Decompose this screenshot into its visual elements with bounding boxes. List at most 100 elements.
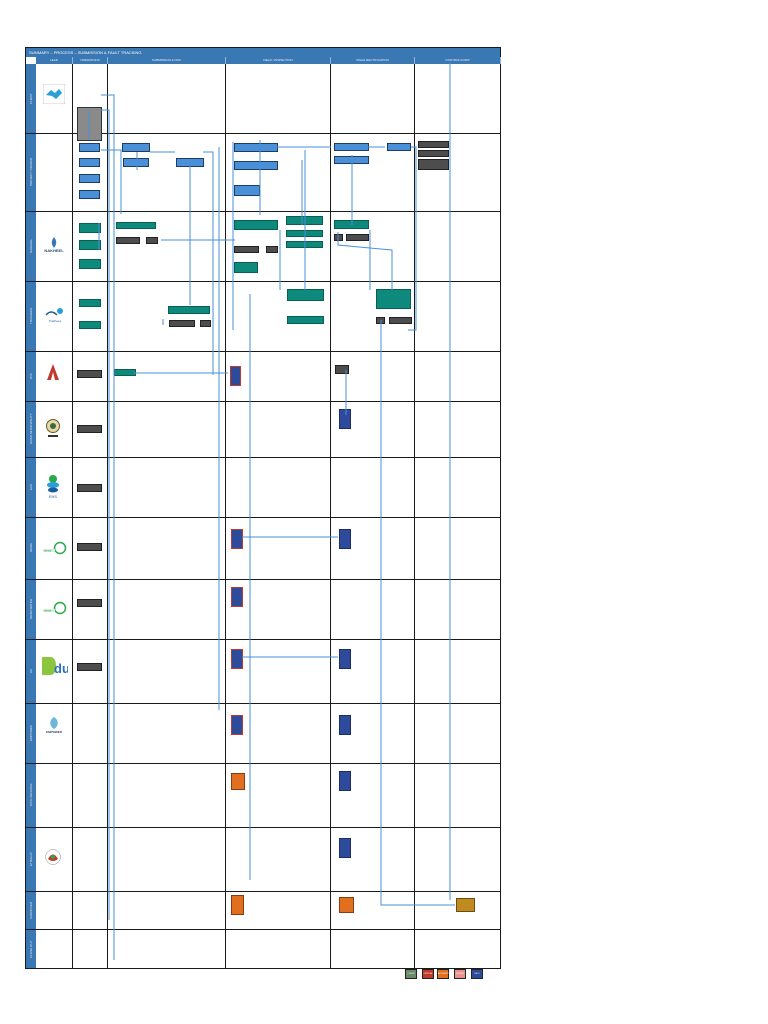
noc-nakheel-box (286, 216, 323, 225)
ops-task-box (123, 158, 149, 167)
field-trakhees-box (376, 317, 385, 324)
noc-nakheel-box (234, 246, 259, 253)
noc-du-box (231, 649, 243, 669)
field-task-box (387, 143, 411, 151)
row-divider (26, 517, 500, 518)
row-label: TRAKHEES (29, 307, 33, 325)
issue-task-box (418, 141, 449, 148)
row-label: ETISALAT (29, 852, 33, 866)
column-header-4: FIELD / INSPECTION (226, 57, 331, 64)
nakheel-logo: NAKHEEL (42, 232, 66, 258)
column-header-5: ISSUE RECTIFICATION (331, 57, 415, 64)
nakheel-logo-text: NAKHEEL (44, 248, 64, 253)
closeout-task-box (456, 898, 475, 912)
board-title: SUMMARY – PROCESS – SUBMISSION & FAULT T… (26, 48, 500, 57)
design-task-box (79, 190, 100, 199)
noc-dewa-water-box (231, 587, 243, 607)
field-nakheel-box (334, 234, 343, 241)
column-header-6: CONTROL/CORP (415, 57, 501, 64)
ops-trakhees-box (168, 306, 210, 314)
ehs-lead-box (77, 484, 102, 492)
client-request-box (77, 107, 102, 141)
legend-item: INFO (471, 969, 483, 979)
municipality-lead-box (77, 425, 102, 433)
row-divider (26, 891, 500, 892)
du-lead-box (77, 663, 102, 671)
row-label: PROJECT / DESIGN (29, 158, 33, 186)
dewa-logo: dewa (40, 538, 68, 558)
ehs-logo: EHS (42, 469, 64, 503)
row-divider (26, 133, 500, 134)
legend-item: AUTHORITY (437, 969, 450, 979)
row-divider (26, 457, 500, 458)
trakhees-logo: Trakhees (40, 302, 70, 328)
row-label: EHS (29, 483, 33, 491)
row-divider (26, 351, 500, 352)
row-label: DEWA WATER (29, 598, 33, 620)
column-header-3: SUBMISSION & NOC (108, 57, 226, 64)
row-label: HANDOVER (29, 901, 33, 919)
field-task-box (334, 143, 369, 151)
legend-item: REVIEW (454, 969, 466, 979)
ops-trakhees-box (169, 320, 195, 327)
ops-nakheel-box (116, 237, 140, 244)
noc-task-box (234, 143, 278, 152)
column-divider (107, 64, 108, 968)
noc-nakheel-box (266, 246, 278, 253)
trakhees-task-box (79, 321, 101, 329)
dewa-lead-box (77, 543, 102, 551)
ehs-logo-text: EHS (48, 493, 58, 499)
issue-task-box (418, 159, 449, 170)
nakheel-task-box (79, 240, 101, 250)
legend-item: CRITICAL (422, 969, 434, 979)
ops-nakheel-box (116, 222, 156, 229)
row-label: RTA (29, 373, 33, 379)
noc-task-box (234, 161, 278, 170)
trakhees-logo-text: Trakhees (48, 319, 62, 323)
row-label: DU (29, 668, 33, 674)
du-logo-text: du (54, 661, 68, 676)
column-divider (414, 64, 415, 968)
process-board: SUMMARY – PROCESS – SUBMISSION & FAULT T… (25, 47, 501, 969)
rta-lead-box (77, 370, 102, 378)
noc-nakheel-box (286, 230, 323, 237)
row-label: CLIENT (29, 93, 33, 104)
handshake-icon (42, 82, 66, 106)
field-dewa-box (339, 529, 351, 549)
noc-civil-defence-box (231, 773, 245, 790)
rta-logo (43, 361, 63, 383)
noc-trakhees-box (287, 289, 324, 301)
field-handover-box (339, 897, 354, 913)
row-label: NAKHEEL (29, 239, 33, 254)
row-label: CLOSE OUT (29, 940, 33, 958)
legend-item: CLIENT (405, 969, 417, 979)
row-label: EMPOWER (29, 725, 33, 741)
field-empower-box (339, 715, 351, 735)
nakheel-task-box (79, 259, 101, 269)
column-divider (72, 64, 73, 968)
du-logo: du (39, 654, 69, 680)
row-divider (26, 579, 500, 580)
trakhees-task-box (79, 299, 101, 307)
noc-empower-box (231, 715, 243, 735)
row-divider (26, 703, 500, 704)
row-label: DUBAI MUNICIPALITY (29, 413, 33, 445)
field-municipality-box (339, 409, 351, 429)
noc-dewa-box (231, 529, 243, 549)
noc-handover-box (231, 895, 244, 915)
row-divider (26, 929, 500, 930)
issue-task-box (418, 150, 449, 157)
noc-nakheel-box (286, 241, 323, 248)
dewa-water-lead-box (77, 599, 102, 607)
municipality-logo (42, 414, 64, 442)
column-divider (225, 64, 226, 968)
field-etisalat-box (339, 838, 351, 858)
dewa-logo-text: dewa (44, 549, 52, 553)
field-du-box (339, 649, 351, 669)
column-header-2: OPERATIONS (73, 57, 108, 64)
row-divider (26, 401, 500, 402)
row-label: CIVIL DEFENCE (29, 783, 33, 807)
row-divider (26, 763, 500, 764)
design-task-box (79, 143, 100, 152)
field-civil-defence-box (339, 771, 351, 791)
